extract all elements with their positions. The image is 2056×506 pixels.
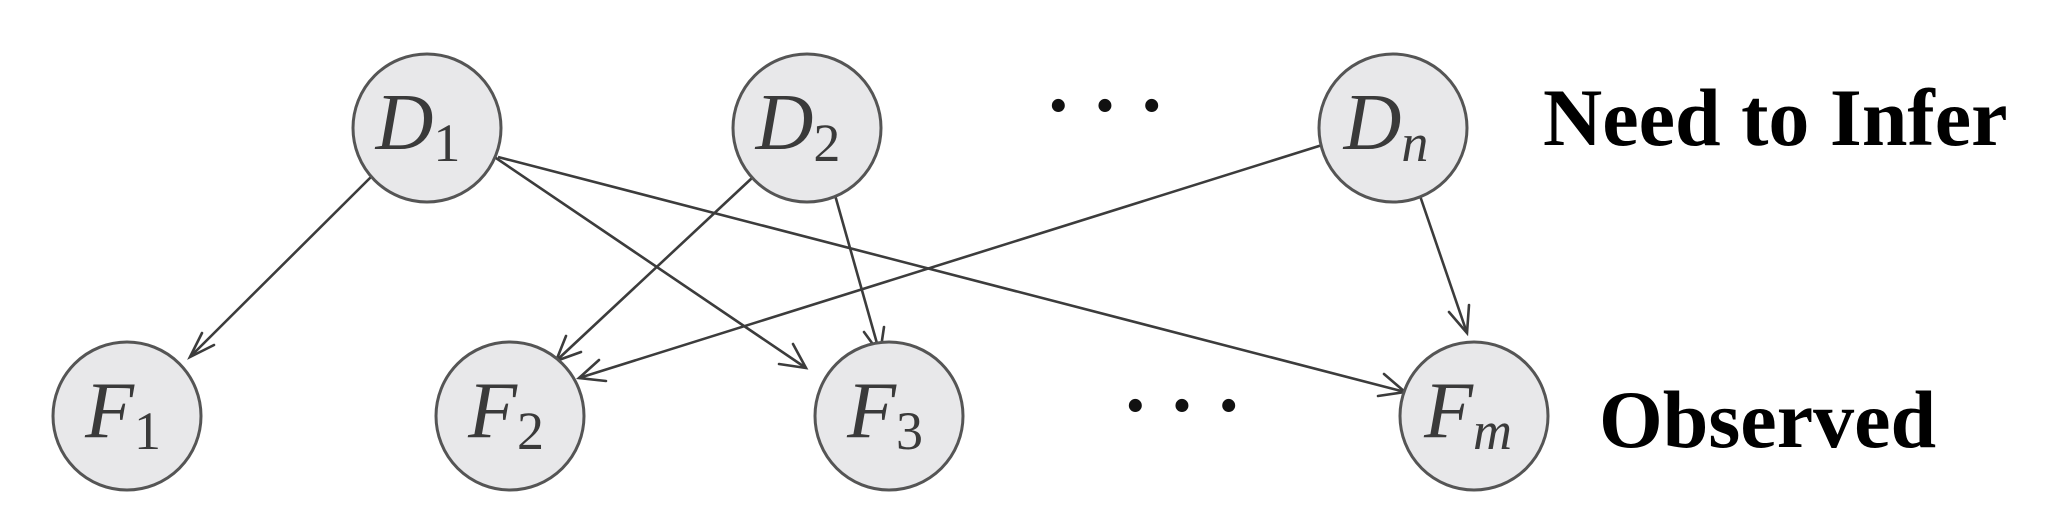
arrowhead-dn-fm [1447,303,1471,337]
node-fm: Fm [1398,340,1550,492]
node-dn-circle [1317,52,1469,204]
edge-d2-f3 [831,187,882,355]
node-f3: F3 [813,340,965,492]
label-need-to-infer: Need to Infer [1543,72,2008,163]
edge-d1-f1 [189,173,375,358]
node-f2-circle [434,340,586,492]
edge-d1-fm [497,155,1406,394]
node-f3-label: F3 [846,367,923,461]
ellipsis-top: · · · [1045,62,1165,150]
label-observed: Observed [1599,374,1936,465]
node-d2-circle [731,52,883,204]
node-f2-label: F2 [467,367,544,461]
arrowhead-d1-f3 [777,342,809,370]
node-d1-circle [351,52,503,204]
node-fm-label: Fm [1423,367,1512,461]
edge-dn-fm [1416,189,1469,334]
node-d1-label: D1 [375,79,461,173]
edge-dn-f2 [578,139,1336,380]
arrowhead-d1-f1 [187,331,216,360]
node-d1: D1 [351,52,503,204]
node-fm-circle [1398,340,1550,492]
node-f2: F2 [434,340,586,492]
edge-d2-f2 [555,177,753,362]
node-dn: Dn [1317,52,1469,204]
node-f1-circle [51,340,203,492]
arrowhead-dn-f2 [575,358,608,383]
node-f3-circle [813,340,965,492]
edge-d1-f3 [489,152,807,370]
node-d2: D2 [731,52,883,204]
node-d2-label: D2 [755,79,841,173]
node-f1-label: F1 [84,367,161,461]
edges [187,139,1471,398]
ellipsis-bottom: · · · [1122,362,1242,450]
node-dn-label: Dn [1343,79,1429,173]
node-f1: F1 [51,340,203,492]
